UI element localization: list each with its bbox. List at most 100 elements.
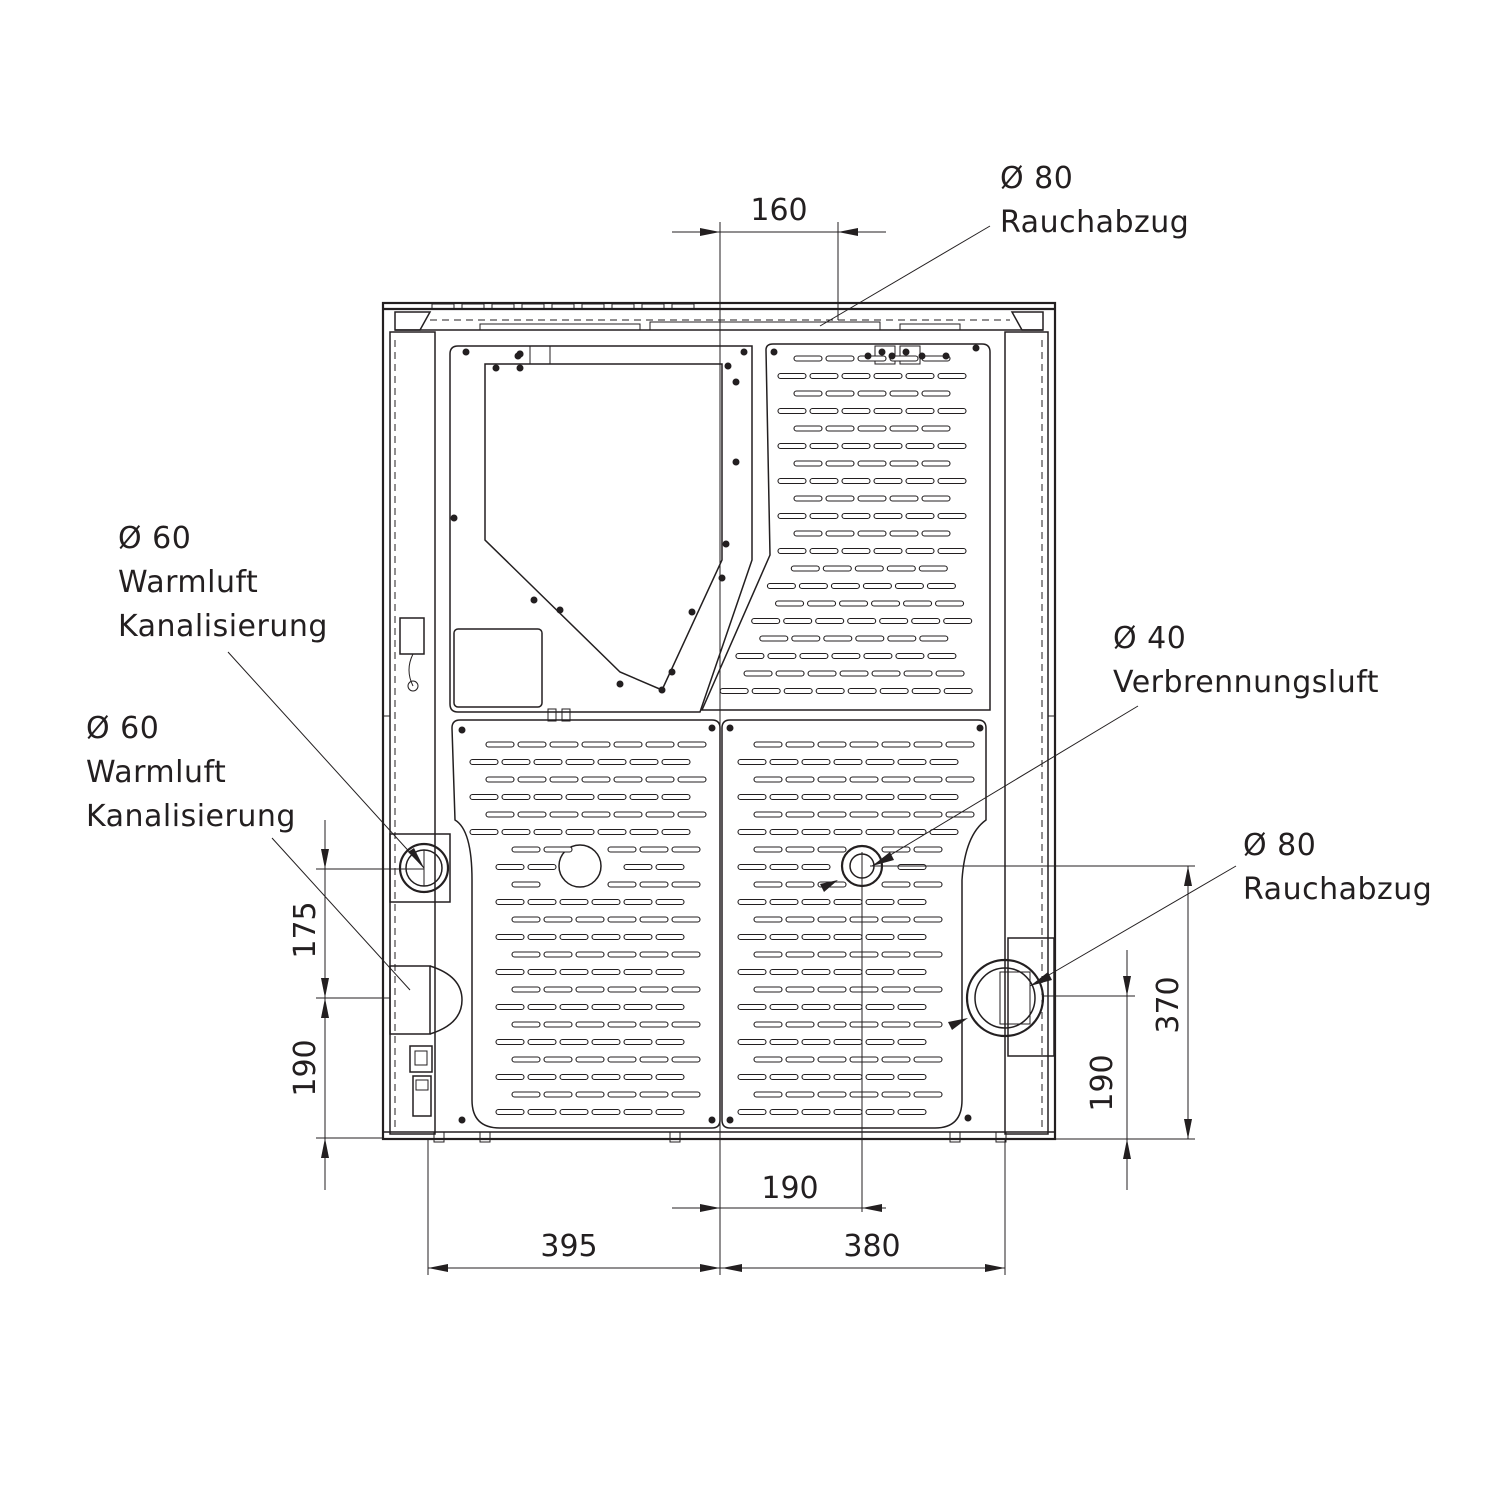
vent-slot (543, 1091, 573, 1098)
vent-slot (559, 933, 589, 941)
vent-slot (613, 741, 643, 748)
vent-slot (511, 951, 541, 958)
vent-slot (945, 776, 975, 783)
vent-slot (825, 495, 855, 502)
screw (732, 458, 740, 466)
vent-slot (677, 776, 707, 783)
vent-slot (607, 916, 637, 923)
warm-air-outlet-2 (389, 965, 463, 1035)
vent-slot (777, 512, 807, 520)
screw (864, 352, 872, 360)
ventilation-slots (469, 355, 975, 1116)
vent-slot (607, 986, 637, 993)
vent-slot (801, 758, 831, 766)
vent-slot (926, 582, 956, 590)
vent-slot (559, 1003, 589, 1011)
vent-slot (873, 372, 903, 380)
vent-slot (801, 898, 831, 906)
vent-slot (905, 477, 935, 485)
vent-slot (921, 460, 951, 467)
vent-slot (854, 565, 884, 572)
label-smoke-top-name: Rauchabzug (1000, 205, 1189, 240)
vent-slot (671, 916, 701, 923)
vent-slot (833, 758, 863, 766)
label-warm-air-2: Ø 60 Warmluft Kanalisierung (86, 711, 295, 834)
vent-slot (485, 776, 515, 783)
screw (492, 364, 500, 372)
vent-slot (895, 652, 925, 660)
dimension-right-190: 190 (1085, 950, 1131, 1190)
vent-slot (865, 968, 895, 976)
vent-slot (671, 881, 701, 888)
vent-slot (774, 600, 805, 607)
vent-slot (905, 372, 935, 380)
vent-slot (897, 1073, 927, 1081)
vent-slot (777, 547, 807, 555)
vent-slot (559, 1108, 589, 1116)
vent-slot (671, 846, 701, 853)
vent-slot (543, 916, 573, 923)
vent-slot (753, 846, 783, 853)
vent-slot (511, 1021, 541, 1028)
vent-slot (677, 811, 707, 818)
vent-slot (607, 1091, 637, 1098)
vent-slot (833, 1073, 863, 1081)
vent-slot (825, 530, 855, 537)
vent-slot (501, 758, 531, 766)
vent-slot (897, 1003, 927, 1011)
vent-slot (889, 425, 919, 432)
vent-slot (881, 1056, 911, 1063)
vent-slot (937, 512, 967, 520)
vent-slot (785, 811, 815, 818)
dimension-bottom-395: 395 (428, 1229, 720, 1272)
upper-right-panel (700, 343, 991, 711)
vent-slot (655, 968, 685, 976)
screw (514, 352, 522, 360)
vent-slot (751, 687, 781, 695)
vent-slot (929, 758, 959, 766)
vent-slot (495, 1003, 525, 1011)
vent-slot (581, 811, 611, 818)
vent-slot (799, 652, 829, 660)
vent-slot (889, 530, 919, 537)
dimension-top-160: 160 (672, 193, 886, 236)
vent-slot (559, 968, 589, 976)
vent-slot (777, 372, 807, 380)
vent-slot (817, 776, 847, 783)
vent-slot (927, 652, 957, 660)
vent-slot (559, 1073, 589, 1081)
vent-slot (817, 846, 847, 853)
vent-slot (943, 617, 973, 625)
vent-slot (913, 811, 943, 818)
vent-slot (501, 828, 531, 836)
vent-slot (889, 460, 919, 467)
vent-slot (841, 477, 871, 485)
smoke-outlet-side (965, 937, 1055, 1057)
label-smoke-top-diameter: Ø 80 (1000, 161, 1073, 196)
vent-slot (623, 968, 653, 976)
vent-slot (737, 863, 767, 871)
vent-slot (793, 390, 823, 397)
vent-slot (905, 442, 935, 450)
vent-slot (785, 1056, 815, 1063)
vent-slot (833, 1038, 863, 1046)
vent-slot (849, 986, 879, 993)
vent-slot (769, 758, 799, 766)
screw (888, 352, 896, 360)
dimension-left-175: 175 (288, 820, 329, 1000)
vent-slot (549, 811, 579, 818)
vent-slot (817, 986, 847, 993)
vent-slot (517, 741, 547, 748)
vent-slot (873, 477, 903, 485)
vent-slot (934, 600, 965, 607)
vent-slot (913, 951, 943, 958)
vent-slot (527, 863, 557, 871)
vent-slot (857, 495, 887, 502)
vent-slot (597, 758, 627, 766)
vent-slot (833, 1108, 863, 1116)
vent-slot (661, 828, 691, 836)
vent-slot (785, 916, 815, 923)
vent-slot (793, 355, 823, 362)
dim-label-190-right: 190 (1085, 1054, 1120, 1111)
screw (616, 680, 624, 688)
